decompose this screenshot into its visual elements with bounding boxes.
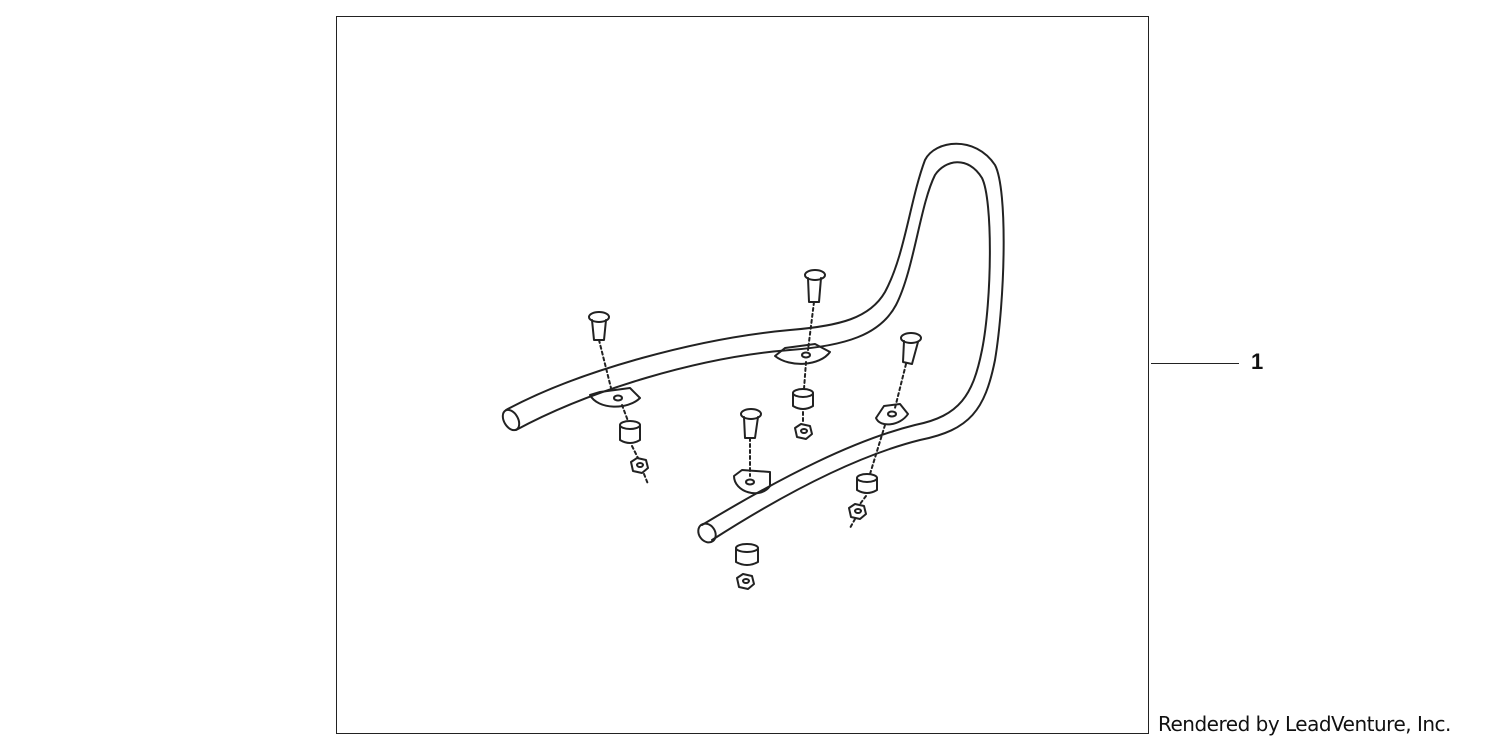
rubber-bushing[interactable]: [619, 404, 641, 444]
mount-tab: [589, 387, 641, 408]
rubber-bushing[interactable]: [856, 424, 886, 494]
diagram-frame: [336, 16, 1149, 734]
mount-tab: [774, 343, 831, 365]
bolt[interactable]: [894, 332, 922, 409]
rubber-bushing[interactable]: [792, 361, 814, 410]
callout-leader-line: [1151, 363, 1239, 364]
rubber-bushing[interactable]: [735, 543, 759, 566]
nut[interactable]: [630, 445, 649, 485]
nut[interactable]: [848, 495, 867, 529]
bolt[interactable]: [804, 269, 826, 351]
grab-rail[interactable]: [499, 142, 1005, 546]
nut[interactable]: [736, 573, 755, 590]
bolt[interactable]: [740, 408, 762, 477]
nut[interactable]: [794, 411, 813, 440]
render-credit: Rendered by LeadVenture, Inc.: [1158, 712, 1451, 736]
mount-tab: [875, 403, 909, 426]
bolt[interactable]: [588, 311, 613, 393]
callout-number[interactable]: 1: [1251, 349, 1264, 374]
mount-tab: [733, 469, 771, 495]
